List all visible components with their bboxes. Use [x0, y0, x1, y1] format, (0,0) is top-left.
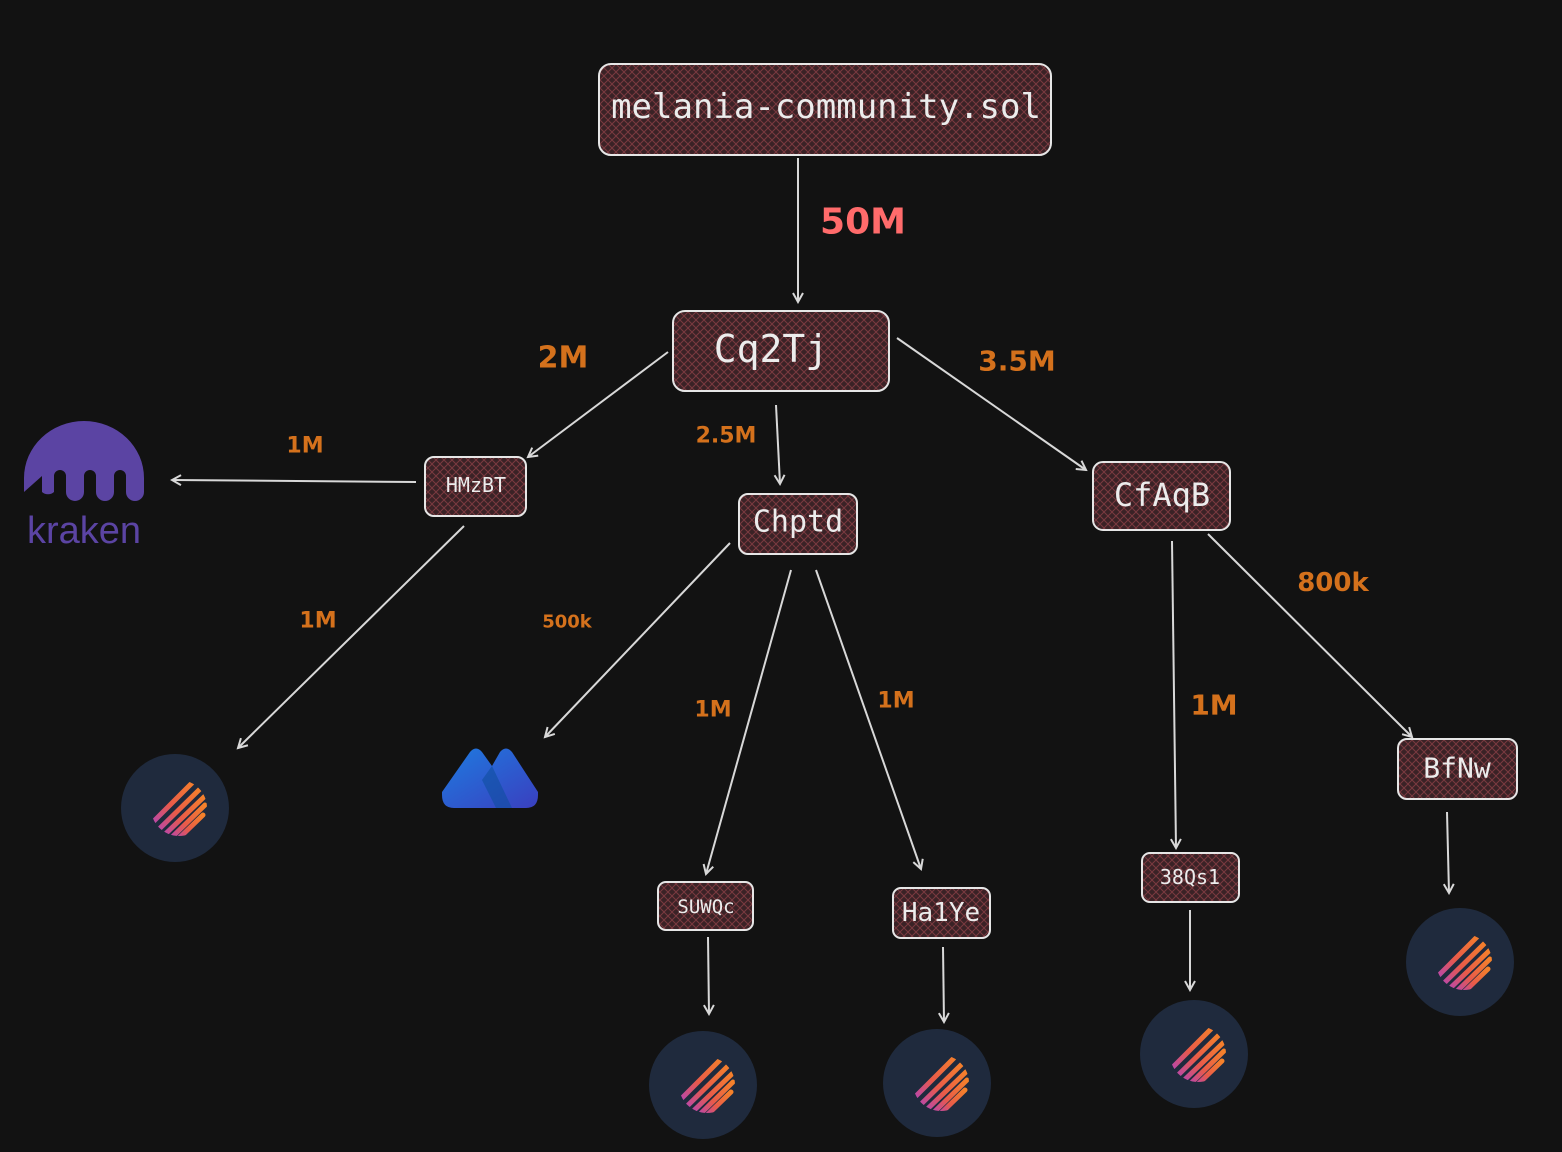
jupiter-icon [1140, 1000, 1248, 1108]
node-label: BfNw [1423, 752, 1491, 785]
jupiter-icon [1406, 908, 1514, 1016]
edge-cq2tj-hmzbt [528, 351, 669, 457]
edge-cq2tj-cfaqb [896, 337, 1086, 470]
node-hmzbt[interactable]: HMzBT [424, 456, 527, 517]
node-label: Cq2Tj [714, 327, 828, 371]
kraken-icon: kraken [24, 421, 144, 552]
meteora-icon [442, 748, 538, 808]
amount-label: 1M [299, 609, 336, 634]
edge-ha1ye-jupiter [943, 946, 944, 1022]
edge-cq2tj-chptd [776, 404, 780, 484]
node-label: HMzBT [446, 473, 506, 497]
amount-label: 3.5M [978, 345, 1055, 378]
edge-chptd-ha1ye [815, 569, 921, 869]
node-cfaqb[interactable]: CfAqB [1092, 461, 1231, 531]
amount-label: 2M [538, 341, 589, 376]
node-38qs1[interactable]: 38Qs1 [1141, 852, 1240, 903]
amount-label: 500k [542, 612, 593, 633]
node-cq2tj[interactable]: Cq2Tj [672, 310, 890, 392]
jupiter-icon [649, 1031, 757, 1139]
edges [172, 158, 1449, 1022]
node-bfnw[interactable]: BfNw [1397, 738, 1518, 800]
node-label: Chptd [753, 505, 843, 540]
edge-chptd-meteora [545, 542, 731, 737]
amount-label: 50M [820, 202, 906, 243]
amount-label: 800k [1297, 568, 1369, 598]
jupiter-icon [121, 754, 229, 862]
node-chptd[interactable]: Chptd [738, 493, 858, 555]
node-label: 38Qs1 [1160, 865, 1220, 889]
node-root[interactable]: melania-community.sol [598, 63, 1052, 156]
kraken-wordmark: kraken [27, 510, 141, 552]
edge-bfnw-jupiter [1447, 811, 1449, 893]
jupiter-icon [883, 1029, 991, 1137]
node-label: Ha1Ye [902, 898, 980, 928]
amount-label: 1M [877, 689, 914, 714]
edge-cfaqb-38qs1 [1172, 540, 1176, 848]
edge-cfaqb-bfnw [1207, 533, 1412, 737]
edge-hmzbt-kraken [172, 480, 417, 482]
node-ha1ye[interactable]: Ha1Ye [892, 887, 991, 939]
edge-labels: 50M 2M 2.5M 3.5M 1M 1M 500k 1M 1M 1M 800… [286, 202, 1369, 723]
node-suwqc[interactable]: SUWQc [657, 881, 754, 931]
amount-label: 1M [286, 434, 323, 459]
node-label: CfAqB [1114, 476, 1210, 514]
node-label: SUWQc [677, 896, 734, 918]
amount-label: 1M [1190, 689, 1237, 722]
edge-chptd-suwqc [706, 569, 792, 874]
amount-label: 1M [694, 698, 731, 723]
edge-suwqc-jupiter [708, 936, 709, 1014]
edge-hmzbt-jupiter [238, 525, 465, 748]
node-label: melania-community.sol [611, 87, 1041, 127]
amount-label: 2.5M [696, 424, 757, 449]
